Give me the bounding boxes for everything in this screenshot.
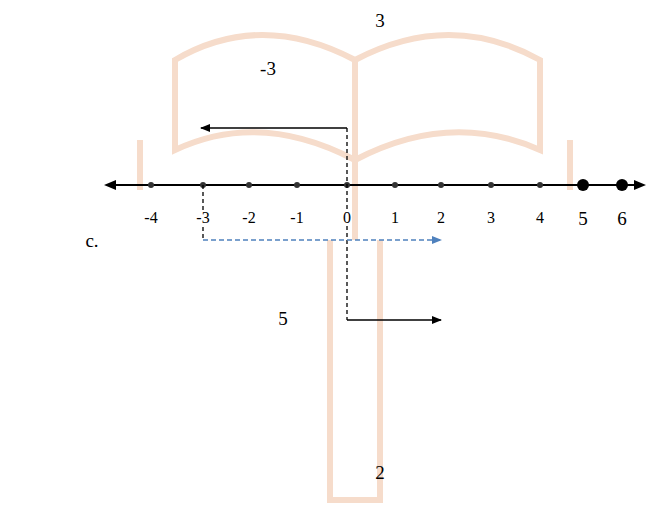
item-letter: c. — [85, 231, 98, 250]
tick-number: -3 — [195, 210, 210, 226]
tick-dots — [148, 179, 628, 191]
tick-number: 5 — [577, 209, 589, 228]
line-arrowheads — [104, 180, 646, 190]
tick-number: 4 — [535, 210, 545, 226]
tick-number: 3 — [486, 210, 496, 226]
tick-number: 1 — [390, 210, 400, 226]
tick-number: 0 — [342, 210, 352, 226]
result-number: 2 — [375, 463, 385, 482]
result-arrow — [203, 239, 441, 241]
watermark — [140, 35, 570, 500]
move-number: 5 — [278, 309, 288, 328]
move-arrow — [201, 127, 347, 129]
tick-number: -2 — [241, 210, 256, 226]
tick-number: -1 — [289, 210, 304, 226]
number-line — [112, 184, 640, 186]
tick-number: 2 — [436, 210, 446, 226]
move-arrow — [347, 319, 441, 321]
tick-number: 6 — [616, 209, 628, 228]
move-number: -3 — [260, 59, 276, 78]
sum-number: 3 — [375, 11, 385, 30]
tick-number: -4 — [143, 210, 158, 226]
